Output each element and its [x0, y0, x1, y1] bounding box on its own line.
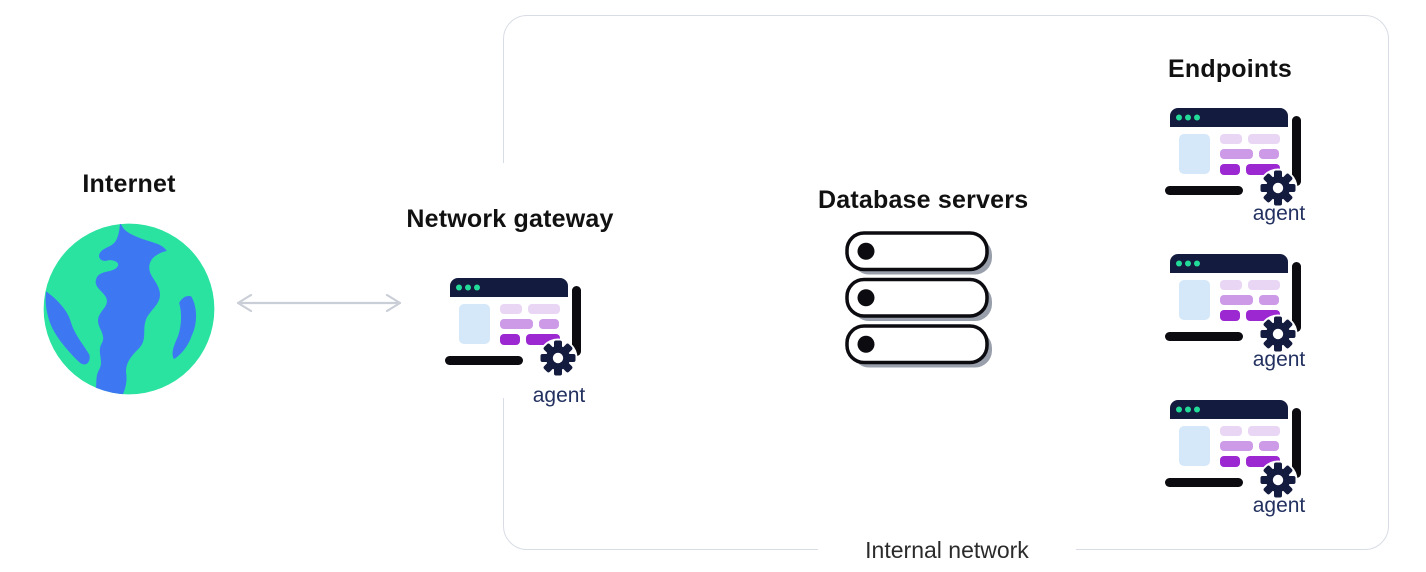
endpoint-agent: agent	[1162, 248, 1308, 371]
database-servers-label: Database servers	[818, 186, 1029, 214]
bidirectional-arrow-icon	[236, 293, 402, 313]
server-stack-icon	[845, 231, 992, 368]
endpoint-agent: agent	[1162, 102, 1308, 225]
endpoints-label: Endpoints	[1168, 55, 1293, 83]
network-gateway-agent: agent	[442, 272, 588, 407]
network-gateway-label: Network gateway	[406, 205, 614, 233]
server-row	[845, 277, 992, 321]
agent-browser-icon	[1162, 394, 1308, 502]
agent-label: agent	[1252, 202, 1306, 225]
globe-icon	[43, 223, 215, 395]
internet-label: Internet	[82, 170, 176, 198]
server-row	[845, 324, 992, 368]
agent-browser-icon	[442, 272, 588, 380]
endpoint-agent: agent	[1162, 394, 1308, 517]
agent-label: agent	[532, 384, 586, 407]
agent-browser-icon	[1162, 248, 1308, 356]
agent-browser-icon	[1162, 102, 1308, 210]
agent-label: agent	[1252, 348, 1306, 371]
internal-network-label: Internal network	[818, 537, 1076, 564]
server-row	[845, 231, 992, 275]
agent-label: agent	[1252, 494, 1306, 517]
